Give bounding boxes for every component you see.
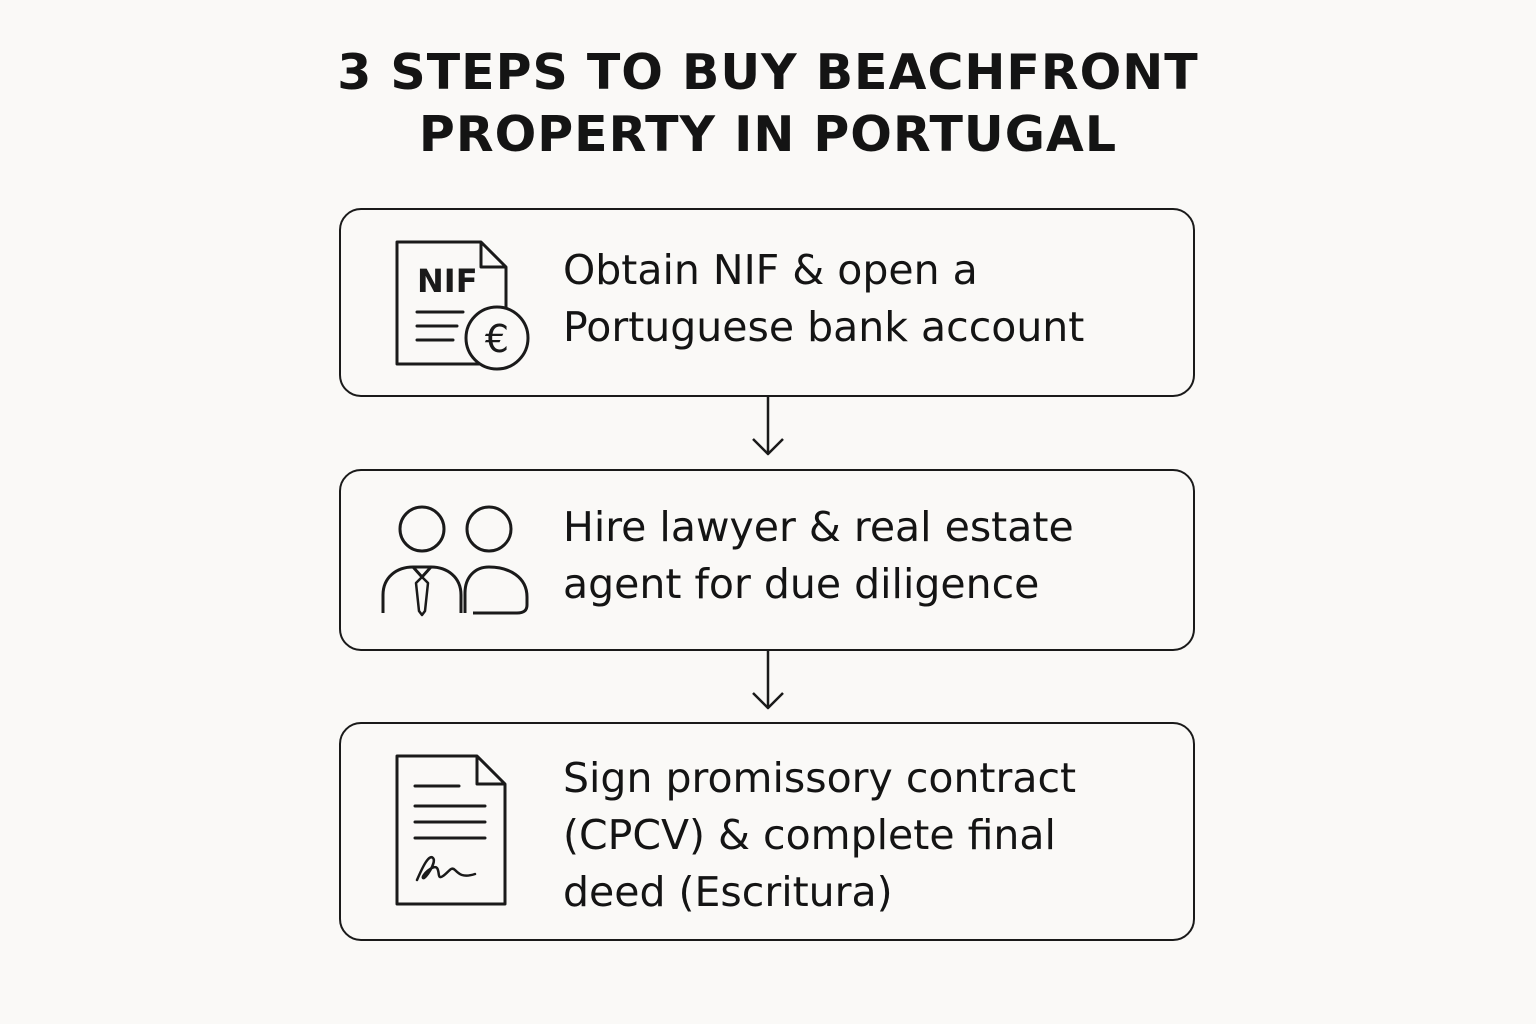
step-2-line-2: agent for due diligence <box>563 560 1040 608</box>
step-3-line-1: Sign promissory contract <box>563 754 1077 802</box>
signed-contract-icon <box>395 754 507 906</box>
step-2-line-1: Hire lawyer & real estate <box>563 503 1074 551</box>
page-title: 3 STEPS TO BUY BEACHFRONT PROPERTY IN PO… <box>0 42 1536 166</box>
title-line-2: PROPERTY IN PORTUGAL <box>418 106 1118 163</box>
step-1-line-2: Portuguese bank account <box>563 303 1085 351</box>
down-arrow-icon <box>752 397 784 456</box>
step-2-text: Hire lawyer & real estate agent for due … <box>563 499 1163 613</box>
nif-icon-label: NIF <box>417 262 478 300</box>
step-1-text: Obtain NIF & open a Portuguese bank acco… <box>563 242 1163 356</box>
step-3-text: Sign promissory contract (CPCV) & comple… <box>563 750 1163 921</box>
down-arrow-icon <box>752 651 784 710</box>
step-1-line-1: Obtain NIF & open a <box>563 246 978 294</box>
nif-document-euro-icon: NIF € <box>395 240 530 371</box>
step-2-box: Hire lawyer & real estate agent for due … <box>339 469 1195 651</box>
step-3-line-3: deed (Escritura) <box>563 868 893 916</box>
title-line-1: 3 STEPS TO BUY BEACHFRONT <box>337 44 1199 101</box>
euro-symbol: € <box>485 317 509 361</box>
step-3-line-2: (CPCV) & complete final <box>563 811 1056 859</box>
two-people-icon <box>381 505 529 617</box>
step-3-box: Sign promissory contract (CPCV) & comple… <box>339 722 1195 941</box>
step-1-box: NIF € Obtain NIF & open a Portuguese ban… <box>339 208 1195 397</box>
